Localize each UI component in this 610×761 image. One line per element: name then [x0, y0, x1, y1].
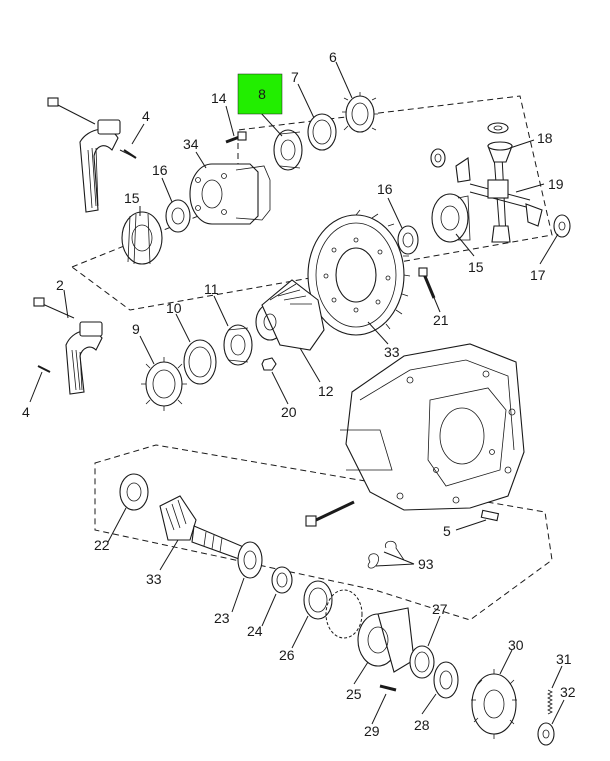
callout-25[interactable]: 25 [346, 686, 362, 702]
gear-32 [537, 722, 555, 746]
callout-6[interactable]: 6 [329, 49, 337, 65]
bearing-cone-8 [273, 129, 303, 171]
dowel-pin-4-upper [123, 149, 137, 159]
callout-33-ring-gear[interactable]: 33 [384, 344, 400, 360]
callout-8-label[interactable]: 8 [258, 86, 266, 102]
thrust-washer-16-left [165, 199, 191, 233]
adjusting-ring-9 [141, 357, 187, 411]
bearing-cap-lower [33, 297, 103, 395]
callout-33-pinion[interactable]: 33 [146, 571, 162, 587]
callout-29[interactable]: 29 [364, 723, 380, 739]
adjusting-ring-6 [342, 92, 378, 133]
nut-20 [261, 357, 277, 371]
highlight-box [237, 73, 283, 115]
spring-31 [547, 689, 553, 715]
callout-17[interactable]: 17 [530, 267, 546, 283]
drive-pinion-33 [159, 495, 247, 561]
thrust-washer-17 [553, 214, 571, 238]
leader-lines [29, 61, 565, 725]
callout-26[interactable]: 26 [279, 647, 295, 663]
callout-7[interactable]: 7 [291, 69, 299, 85]
callout-18[interactable]: 18 [537, 130, 553, 146]
callout-27[interactable]: 27 [432, 601, 448, 617]
callout-34[interactable]: 34 [183, 136, 199, 152]
callout-28[interactable]: 28 [414, 717, 430, 733]
callout-9[interactable]: 9 [132, 321, 140, 337]
callout-16-right[interactable]: 16 [377, 181, 393, 197]
bearing-cup-26 [303, 580, 333, 620]
callout-21[interactable]: 21 [433, 312, 449, 328]
upper-assembly-boundary [70, 95, 553, 311]
callout-30[interactable]: 30 [508, 637, 524, 653]
bearing-cup-7 [307, 113, 337, 151]
pinion-cage-25 [357, 607, 415, 673]
pinion-gear-18 [455, 141, 543, 243]
diff-case-34 [189, 163, 271, 225]
housing-bolt [305, 500, 355, 527]
callout-22[interactable]: 22 [94, 537, 110, 553]
bearing-cone-23 [237, 541, 263, 579]
pilot-bearing-22 [119, 473, 149, 511]
dowel-pin-4-lower [37, 365, 51, 373]
callout-16-left[interactable]: 16 [152, 162, 168, 178]
callout-4-upper[interactable]: 4 [142, 108, 150, 124]
bearing-cap-upper [47, 97, 135, 213]
stud-5 [480, 509, 500, 522]
bearing-cone-28 [433, 661, 459, 699]
bearing-cup-10 [183, 339, 217, 385]
callout-12[interactable]: 12 [318, 383, 334, 399]
callout-14[interactable]: 14 [211, 90, 227, 106]
bearing-cone-11 [223, 324, 253, 366]
bolt-14 [225, 131, 247, 144]
callout-8-highlighted[interactable]: 8 [237, 73, 283, 115]
thrust-washer-16-right [397, 225, 419, 255]
callout-31[interactable]: 31 [556, 651, 572, 667]
side-gear-15-right [431, 193, 471, 243]
callout-32[interactable]: 32 [560, 684, 576, 700]
shim-gasket [325, 589, 363, 639]
callout-93[interactable]: 93 [418, 556, 434, 572]
callout-4-lower[interactable]: 4 [22, 404, 30, 420]
diff-case-12 [255, 279, 325, 351]
callout-15-left[interactable]: 15 [124, 190, 140, 206]
spring-clip-93 [367, 540, 405, 569]
helical-gear-30 [471, 669, 517, 739]
callout-10[interactable]: 10 [166, 300, 182, 316]
bolt-29 [379, 684, 397, 692]
side-gear-15-left [121, 211, 163, 265]
callout-15-right[interactable]: 15 [468, 259, 484, 275]
callout-19[interactable]: 19 [548, 176, 564, 192]
spider-19 [469, 155, 531, 237]
callout-24[interactable]: 24 [247, 623, 263, 639]
ring-gear-33 [307, 209, 411, 336]
callout-23[interactable]: 23 [214, 610, 230, 626]
spacer-24 [271, 566, 293, 594]
callout-11[interactable]: 11 [204, 281, 219, 297]
callout-20[interactable]: 20 [281, 404, 297, 420]
callout-2[interactable]: 2 [56, 277, 64, 293]
pinion-washers [430, 122, 509, 168]
carrier-housing [340, 343, 525, 511]
callout-labels: 4 14 7 6 34 16 15 18 19 16 15 17 21 33 2… [22, 49, 576, 739]
bearing-cup-27 [409, 645, 435, 679]
callout-5[interactable]: 5 [443, 523, 451, 539]
